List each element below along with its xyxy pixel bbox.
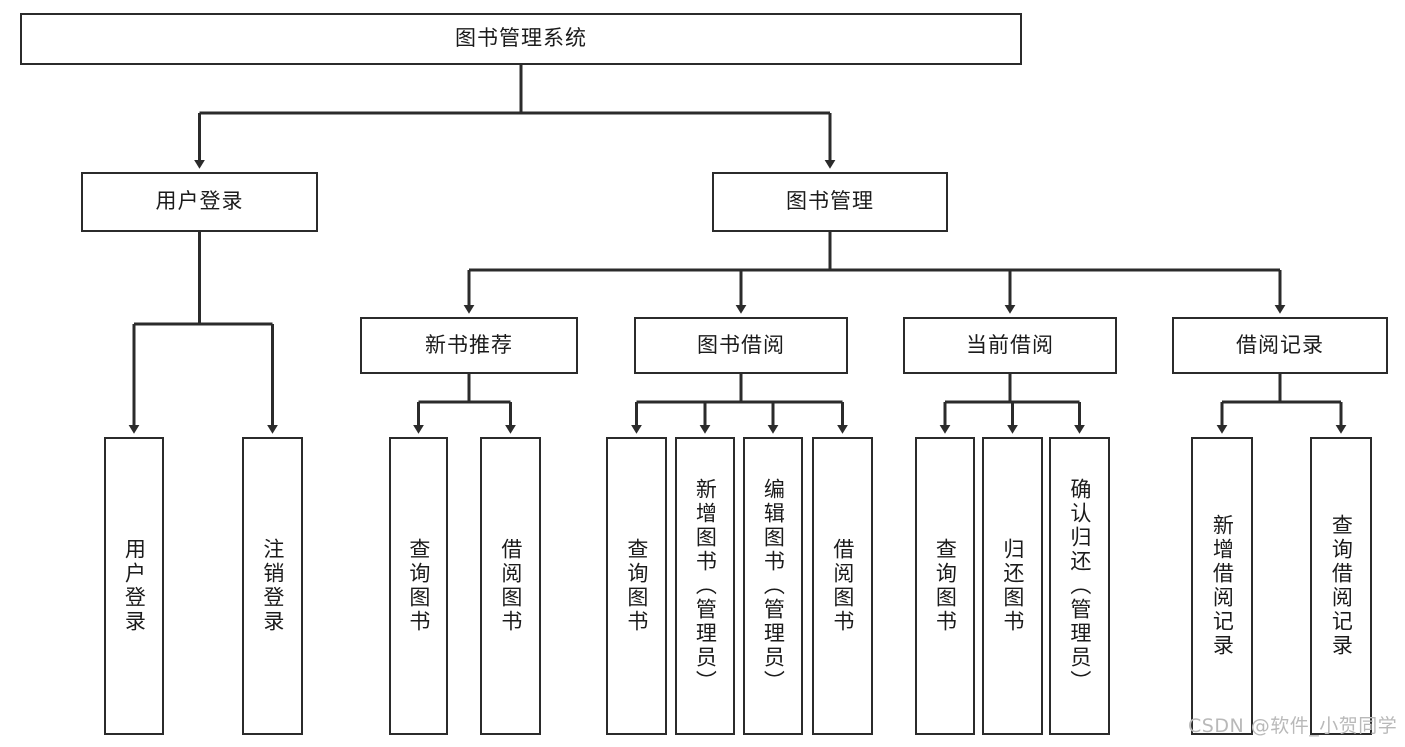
node-leaf-query-book-borrow[interactable]: 查询图书 [606, 437, 667, 735]
node-leaf-return-book-label: 归还图书 [1000, 538, 1025, 634]
node-leaf-add-book-label: 新增图书（管理员） [693, 478, 718, 694]
node-leaf-borrow-book-rec[interactable]: 借阅图书 [480, 437, 541, 735]
node-new-book-rec[interactable]: 新书推荐 [360, 317, 578, 374]
node-leaf-borrow-book[interactable]: 借阅图书 [812, 437, 873, 735]
node-leaf-query-record-label: 查询借阅记录 [1329, 514, 1354, 658]
node-root[interactable]: 图书管理系统 [20, 13, 1022, 65]
node-leaf-query-record[interactable]: 查询借阅记录 [1310, 437, 1372, 735]
node-book-manage-label: 图书管理 [786, 189, 874, 214]
node-leaf-query-book-rec-label: 查询图书 [406, 538, 431, 634]
node-book-manage[interactable]: 图书管理 [712, 172, 948, 232]
node-leaf-user-login[interactable]: 用户登录 [104, 437, 164, 735]
node-leaf-confirm-return-label: 确认归还（管理员） [1067, 478, 1092, 694]
node-root-label: 图书管理系统 [455, 26, 587, 51]
node-leaf-add-record-label: 新增借阅记录 [1210, 514, 1235, 658]
node-leaf-add-record[interactable]: 新增借阅记录 [1191, 437, 1253, 735]
node-user-login-label: 用户登录 [155, 189, 244, 214]
node-leaf-borrow-book-rec-label: 借阅图书 [498, 538, 523, 634]
node-leaf-borrow-book-label: 借阅图书 [830, 538, 855, 634]
node-leaf-edit-book[interactable]: 编辑图书（管理员） [743, 437, 803, 735]
node-leaf-query-book-borrow-label: 查询图书 [624, 538, 649, 634]
node-leaf-logout[interactable]: 注销登录 [242, 437, 303, 735]
node-leaf-confirm-return[interactable]: 确认归还（管理员） [1049, 437, 1110, 735]
node-leaf-user-login-label: 用户登录 [122, 538, 147, 634]
csdn-watermark: CSDN @软件_小贺同学 [1188, 715, 1398, 737]
node-leaf-query-book-cur[interactable]: 查询图书 [915, 437, 975, 735]
node-leaf-query-book-cur-label: 查询图书 [933, 538, 958, 634]
node-leaf-edit-book-label: 编辑图书（管理员） [761, 478, 786, 694]
node-book-borrow[interactable]: 图书借阅 [634, 317, 848, 374]
node-user-login[interactable]: 用户登录 [81, 172, 318, 232]
node-leaf-query-book-rec[interactable]: 查询图书 [389, 437, 448, 735]
node-borrow-record[interactable]: 借阅记录 [1172, 317, 1388, 374]
node-current-borrow-label: 当前借阅 [966, 332, 1054, 357]
node-new-book-rec-label: 新书推荐 [425, 332, 513, 357]
node-book-borrow-label: 图书借阅 [697, 332, 785, 357]
node-leaf-logout-label: 注销登录 [260, 538, 285, 634]
node-leaf-add-book[interactable]: 新增图书（管理员） [675, 437, 735, 735]
node-leaf-return-book[interactable]: 归还图书 [982, 437, 1043, 735]
node-current-borrow[interactable]: 当前借阅 [903, 317, 1117, 374]
node-borrow-record-label: 借阅记录 [1236, 332, 1324, 357]
